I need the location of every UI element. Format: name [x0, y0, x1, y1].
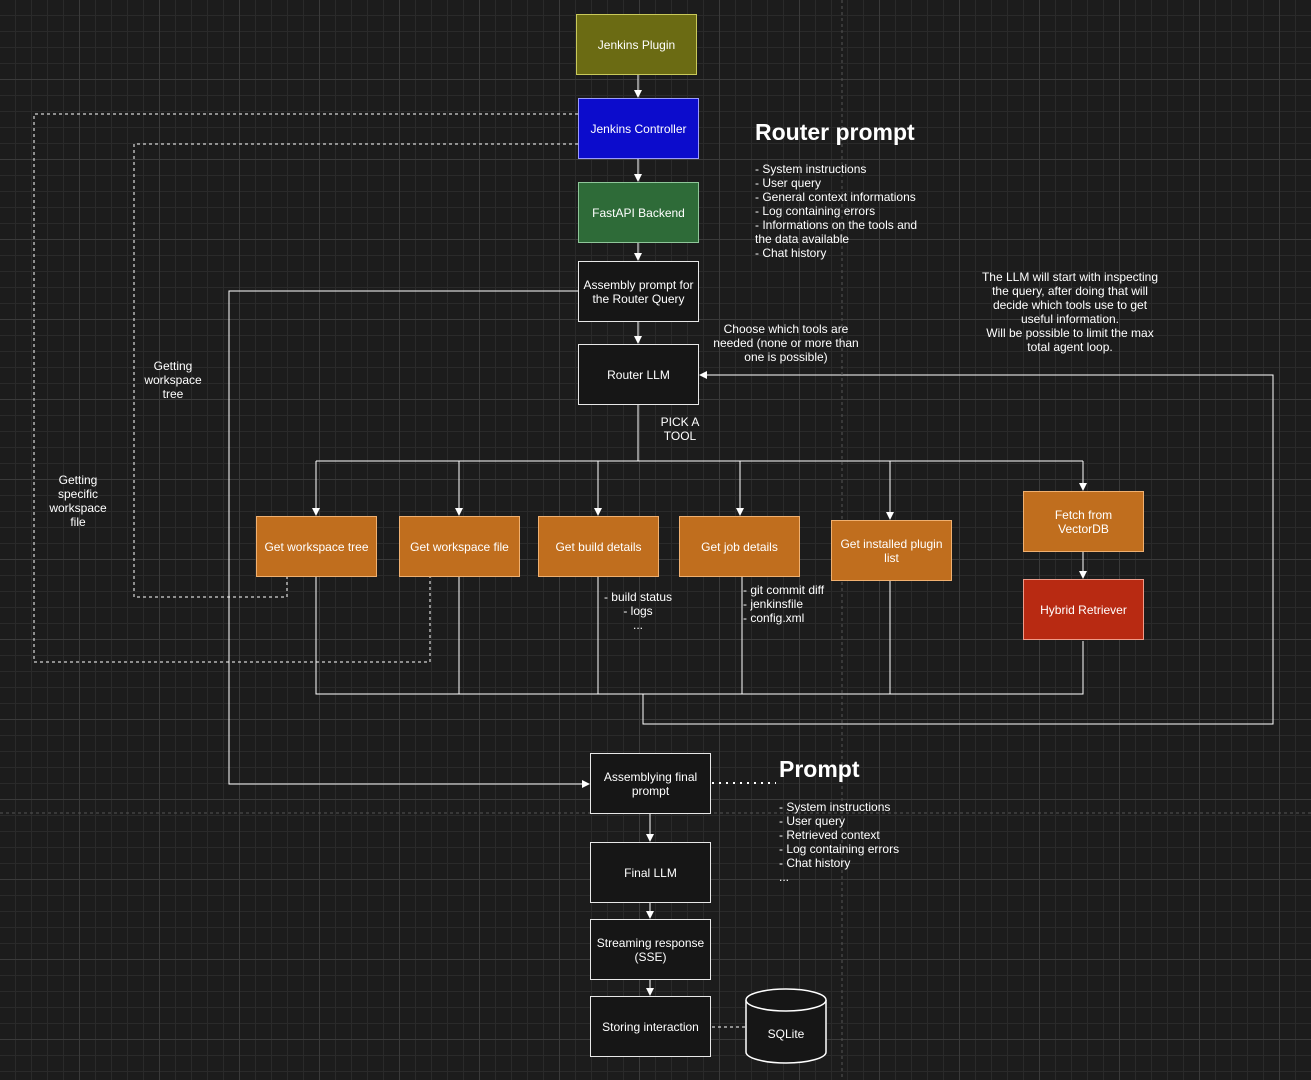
get-workspace-tree-node[interactable]: Get workspace tree [256, 516, 377, 577]
llm-behaviour-note: The LLM will start with inspecting the q… [981, 270, 1159, 354]
fetch-from-vectordb-node[interactable]: Fetch from VectorDB [1023, 491, 1144, 552]
get-workspace-file-node[interactable]: Get workspace file [399, 516, 520, 577]
router-prompt-items: - System instructions - User query - Gen… [755, 162, 918, 260]
assemblying-final-prompt-node[interactable]: Assemblying final prompt [590, 753, 711, 814]
streaming-response-node[interactable]: Streaming response (SSE) [590, 919, 711, 980]
router-llm-label: Router LLM [607, 367, 670, 382]
sqlite-label: SQLite [767, 1027, 805, 1041]
sqlite-database[interactable]: SQLite [745, 988, 827, 1064]
router-prompt-title: Router prompt [755, 119, 915, 145]
storing-interaction-label: Storing interaction [602, 1019, 699, 1034]
getting-workspace-tree-label: Getting workspace tree [144, 359, 202, 401]
assembly-prompt-label: Assembly prompt for the Router Query [583, 277, 694, 306]
get-installed-plugin-list-node[interactable]: Get installed plugin list [831, 520, 952, 581]
get-workspace-file-label: Get workspace file [410, 539, 509, 554]
choose-tools-note: Choose which tools are needed (none or m… [713, 322, 859, 364]
final-prompt-title: Prompt [779, 756, 860, 782]
get-job-details-label: Get job details [701, 539, 778, 554]
get-installed-plugin-list-label: Get installed plugin list [840, 536, 943, 565]
get-job-details-node[interactable]: Get job details [679, 516, 800, 577]
hybrid-retriever-node[interactable]: Hybrid Retriever [1023, 579, 1144, 640]
database-icon [745, 988, 827, 1064]
edge-return-collector [315, 577, 1084, 695]
fetch-from-vectordb-label: Fetch from VectorDB [1054, 507, 1113, 536]
streaming-response-label: Streaming response (SSE) [596, 935, 705, 964]
get-build-details-label: Get build details [555, 539, 642, 554]
get-workspace-tree-label: Get workspace tree [264, 539, 369, 554]
final-llm-label: Final LLM [624, 865, 677, 880]
get-build-details-node[interactable]: Get build details [538, 516, 659, 577]
pick-a-tool-label: PICK A TOOL [660, 415, 700, 443]
router-llm-node[interactable]: Router LLM [578, 344, 699, 405]
assembly-prompt-node[interactable]: Assembly prompt for the Router Query [578, 261, 699, 322]
build-details-note: - build status - logs ... [603, 590, 673, 632]
edge-dashed-workspace-file [33, 113, 578, 663]
fastapi-backend-node[interactable]: FastAPI Backend [578, 182, 699, 243]
jenkins-controller-node[interactable]: Jenkins Controller [578, 98, 699, 159]
getting-specific-file-label: Getting specific workspace file [49, 473, 107, 529]
jenkins-controller-label: Jenkins Controller [590, 121, 687, 136]
final-llm-node[interactable]: Final LLM [590, 842, 711, 903]
hybrid-retriever-label: Hybrid Retriever [1040, 602, 1127, 617]
final-prompt-items: - System instructions - User query - Ret… [779, 800, 900, 884]
jenkins-plugin-label: Jenkins Plugin [597, 37, 676, 52]
assemblying-final-prompt-label: Assemblying final prompt [603, 769, 698, 798]
storing-interaction-node[interactable]: Storing interaction [590, 996, 711, 1057]
job-details-note: - git commit diff - jenkinsfile - config… [743, 583, 825, 625]
jenkins-plugin-node[interactable]: Jenkins Plugin [576, 14, 697, 75]
fastapi-backend-label: FastAPI Backend [592, 205, 685, 220]
